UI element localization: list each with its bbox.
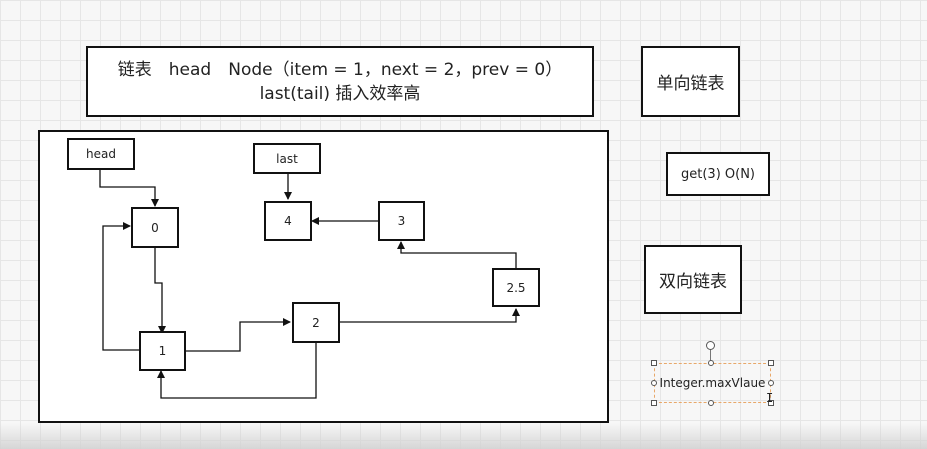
node-0-label: 0 xyxy=(151,220,159,235)
bottom-shadow xyxy=(0,423,927,449)
node-3[interactable]: 3 xyxy=(378,201,425,241)
double-linked-list-label: 双向链表 xyxy=(659,272,727,292)
resize-handle-ne[interactable] xyxy=(768,360,774,366)
connector-2-to-2.5 xyxy=(340,308,520,323)
node-1-label: 1 xyxy=(158,344,167,358)
rotate-handle[interactable] xyxy=(706,341,715,350)
resize-handle-sw[interactable] xyxy=(651,400,657,406)
title-line-1: 链表 head Node（item = 1，next = 2，prev = 0） xyxy=(117,59,563,80)
node-1[interactable]: 1 xyxy=(139,331,186,371)
single-linked-list-box[interactable]: 单向链表 xyxy=(641,46,740,117)
connector-2-to-1 xyxy=(157,343,317,399)
get-complexity-box[interactable]: get(3) O(N) xyxy=(666,152,770,196)
double-linked-list-box[interactable]: 双向链表 xyxy=(644,245,742,314)
get-complexity-label: get(3) O(N) xyxy=(681,166,755,182)
node-4-label: 4 xyxy=(284,214,292,228)
node-4[interactable]: 4 xyxy=(264,201,312,241)
resize-handle-n[interactable] xyxy=(708,360,714,366)
node-3-label: 3 xyxy=(397,214,406,228)
connector-0-to-1 xyxy=(154,248,166,334)
head-pointer-label: head xyxy=(86,147,116,161)
connector-head-to-0 xyxy=(99,170,159,207)
last-pointer-box[interactable]: last xyxy=(253,143,321,174)
resize-handle-nw[interactable] xyxy=(651,360,657,366)
title-box[interactable]: 链表 head Node（item = 1，next = 2，prev = 0）… xyxy=(86,46,594,117)
node-0[interactable]: 0 xyxy=(131,207,179,248)
node-2-label: 2 xyxy=(312,315,320,330)
connector-2.5-to-3 xyxy=(397,241,517,268)
rotate-stem xyxy=(710,349,711,363)
resize-handle-e[interactable] xyxy=(768,380,774,386)
resize-handle-w[interactable] xyxy=(651,380,657,386)
node-2.5-label: 2.5 xyxy=(506,280,526,295)
connector-1-to-0 xyxy=(102,222,139,351)
connector-1-to-2 xyxy=(186,318,291,352)
last-pointer-label: last xyxy=(276,151,298,166)
text-cursor-icon: I xyxy=(766,391,774,405)
selected-text-label: Integer.maxVlaue xyxy=(659,376,766,390)
node-2[interactable]: 2 xyxy=(292,302,340,343)
title-line-2: last(tail) 插入效率高 xyxy=(259,83,421,104)
resize-handle-se[interactable] xyxy=(768,400,774,406)
resize-handle-s[interactable] xyxy=(708,400,714,406)
single-linked-list-label: 单向链表 xyxy=(656,74,725,94)
head-pointer-box[interactable]: head xyxy=(67,138,135,170)
node-2.5[interactable]: 2.5 xyxy=(492,268,540,307)
